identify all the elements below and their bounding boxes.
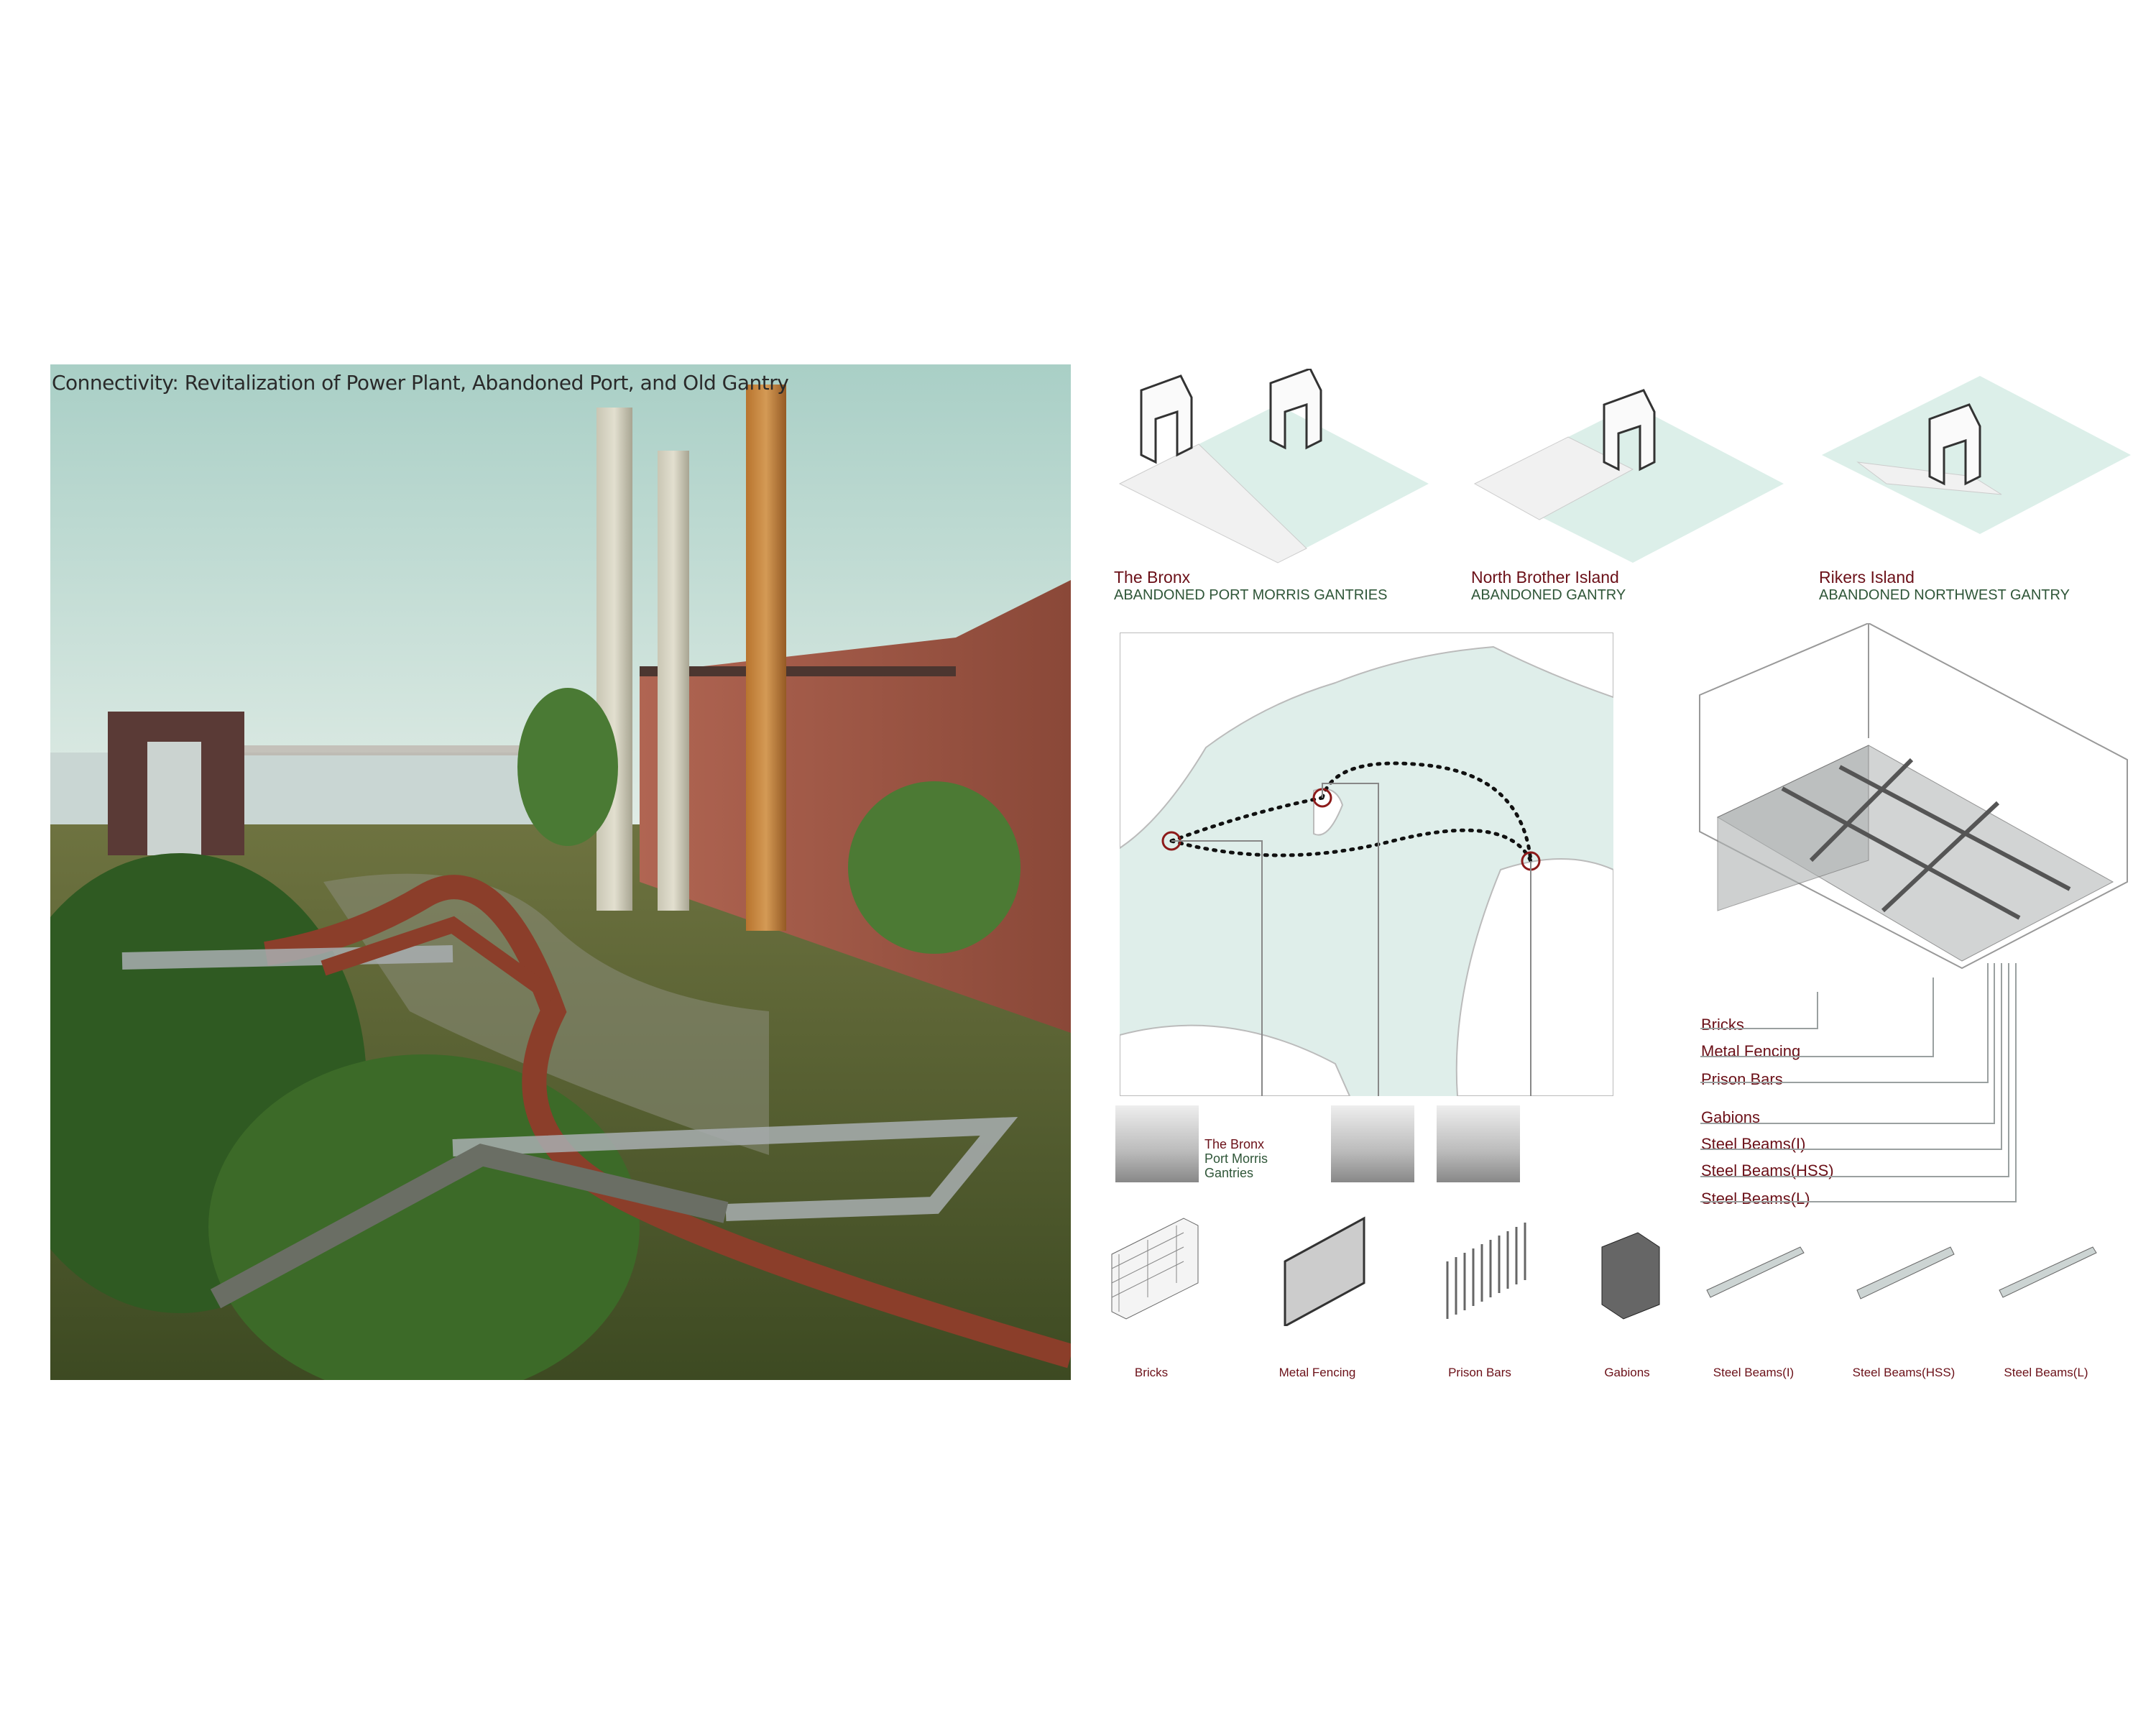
legend-leader-line <box>1700 963 1989 1083</box>
legend-label-steel-l: Steel Beams(L) <box>1701 1190 1810 1208</box>
steel-beam-l-icon <box>1999 1246 2097 1298</box>
north-brother-isometric-diagram <box>1473 389 1784 563</box>
site-subtitle-north-brother: ABANDONED GANTRY <box>1471 587 1626 603</box>
gabions-icon <box>1601 1232 1660 1320</box>
legend-leader-line <box>1700 963 2002 1150</box>
photo-caption-line: Port Morris <box>1204 1151 1268 1166</box>
structure-axonometric <box>1699 623 2128 970</box>
legend-leader-line <box>1700 963 1995 1124</box>
material-label-steel-hss: Steel Beams(HSS) <box>1852 1366 1955 1379</box>
prison-bars-icon <box>1446 1223 1526 1319</box>
site-name-rikers: Rikers Island <box>1819 568 1915 586</box>
rikers-gantry-photo <box>1437 1105 1520 1182</box>
north-brother-gantry-photo <box>1331 1105 1414 1182</box>
legend-leader-line <box>1700 963 2017 1202</box>
legend-leader-line <box>1700 978 1934 1057</box>
site-subtitle-bronx: ABANDONED PORT MORRIS GANTRIES <box>1114 587 1388 603</box>
material-label-steel-l: Steel Beams(L) <box>2004 1366 2088 1379</box>
power-plant-render <box>50 364 1071 1380</box>
site-name-north-brother: North Brother Island <box>1471 568 1619 586</box>
route-map <box>1120 632 1613 1096</box>
material-label-gabions: Gabions <box>1604 1366 1650 1379</box>
site-subtitle-rikers: ABANDONED NORTHWEST GANTRY <box>1819 587 2070 603</box>
rikers-isometric-diagram <box>1822 376 2131 534</box>
photo-caption: The Bronx Port Morris Gantries <box>1204 1137 1268 1182</box>
bronx-gantries-photo <box>1115 1105 1199 1182</box>
material-label-steel-i: Steel Beams(I) <box>1713 1366 1795 1379</box>
bronx-isometric-diagram <box>1118 369 1429 564</box>
legend-leader-line <box>1700 992 1818 1029</box>
material-label-bricks: Bricks <box>1134 1366 1169 1379</box>
material-label-prison-bars: Prison Bars <box>1448 1366 1511 1379</box>
photo-caption-line: The Bronx <box>1204 1137 1265 1151</box>
legend-label-bricks: Bricks <box>1701 1016 1744 1034</box>
site-name-bronx: The Bronx <box>1114 568 1191 586</box>
legend-leader-line <box>1700 963 2009 1177</box>
steel-beam-i-icon <box>1706 1246 1805 1298</box>
render-title: Connectivity: Revitalization of Power Pl… <box>52 371 789 395</box>
bricks-icon <box>1111 1218 1199 1320</box>
material-label-metal-fencing: Metal Fencing <box>1279 1366 1356 1379</box>
photo-caption-line: Gantries <box>1204 1166 1254 1180</box>
steel-beam-hss-icon <box>1856 1246 1955 1300</box>
legend-label-prison-bars: Prison Bars <box>1701 1070 1783 1088</box>
metal-fencing-icon <box>1284 1216 1365 1326</box>
